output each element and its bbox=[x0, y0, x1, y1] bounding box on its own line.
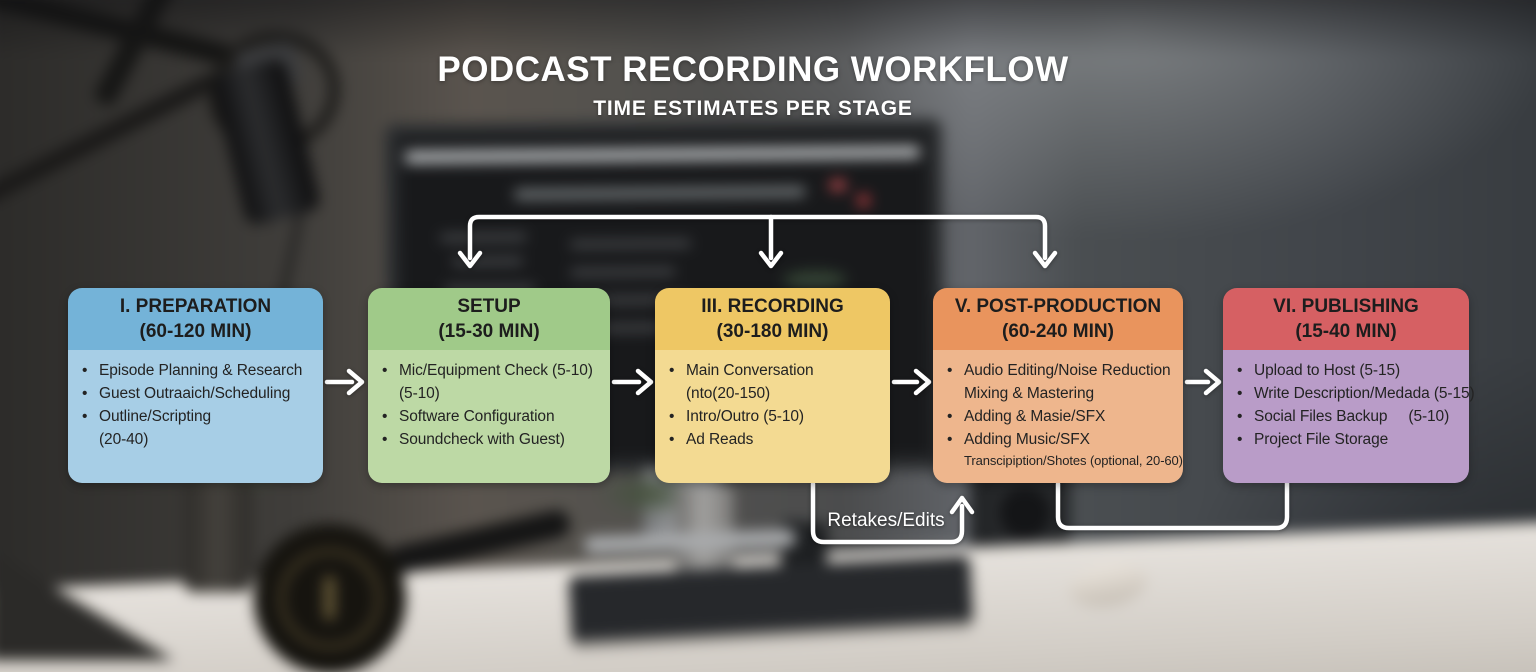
stage-header: V. POST-PRODUCTION (60-240 MIN) bbox=[933, 288, 1183, 350]
stage-item: Outline/Scripting bbox=[68, 405, 319, 428]
screen-record-badge bbox=[829, 180, 846, 191]
stage-setup: SETUP (15-30 MIN) Mic/Equipment Check (5… bbox=[368, 288, 610, 483]
stage-header: III. RECORDING (30-180 MIN) bbox=[655, 288, 890, 350]
retakes-label: Retakes/Edits bbox=[827, 510, 945, 531]
stage-title: VI. PUBLISHING bbox=[1273, 296, 1419, 317]
plant-pot bbox=[184, 480, 252, 592]
stage-body: Upload to Host (5-15)Write Description/M… bbox=[1223, 350, 1475, 483]
stage-item: Guest Outraaich/Scheduling bbox=[68, 382, 319, 405]
stage-preparation: I. PREPARATION (60-120 MIN) Episode Plan… bbox=[68, 288, 323, 483]
screen-toolbar bbox=[405, 145, 920, 164]
stage-item: (5-10) bbox=[399, 385, 440, 402]
stage-item: Audio Editing/Noise Reduction bbox=[933, 359, 1179, 382]
stage-publishing: VI. PUBLISHING (15-40 MIN) Upload to Hos… bbox=[1223, 288, 1475, 483]
page-subtitle: TIME ESTIMATES PER STAGE bbox=[593, 97, 913, 120]
stage-item: Upload to Host (5-15) bbox=[1223, 359, 1465, 382]
screen-row bbox=[440, 233, 527, 242]
stage-item: Ad Reads bbox=[655, 428, 886, 451]
stage-header: SETUP (15-30 MIN) bbox=[368, 288, 610, 350]
screen-row bbox=[570, 239, 691, 248]
stage-duration: (15-40 MIN) bbox=[1295, 321, 1397, 342]
stage-body: Mic/Equipment Check (5-10) (5-10) Software… bbox=[368, 350, 610, 483]
stage-item: Transcipiption/Shotes (optional, 20-60) bbox=[964, 453, 1183, 468]
stage-item: Main Conversation bbox=[655, 359, 886, 382]
screen-record-button bbox=[856, 193, 871, 207]
top-shadow bbox=[0, 0, 1536, 58]
screen-row bbox=[452, 257, 523, 266]
stage-item: Mixing & Mastering bbox=[964, 385, 1094, 402]
stage-item: (20-40) bbox=[99, 431, 149, 448]
stage-item: Episode Planning & Research bbox=[68, 359, 319, 382]
stage-item: (nto(20-150) bbox=[686, 385, 771, 402]
stage-duration: (30-180 MIN) bbox=[716, 321, 829, 342]
stage-item: Adding & Masie/SFX bbox=[933, 405, 1179, 428]
stage-body: Episode Planning & ResearchGuest Outraai… bbox=[68, 350, 323, 483]
stage-title: I. PREPARATION bbox=[119, 296, 272, 317]
stage-item: Adding Music/SFX bbox=[933, 428, 1179, 451]
screen-waveform bbox=[782, 270, 847, 289]
stage-duration: (60-240 MIN) bbox=[1002, 321, 1114, 342]
screen-row bbox=[570, 267, 675, 276]
title-block: PODCAST RECORDING WORKFLOW TIME ESTIMATE… bbox=[0, 50, 1506, 121]
stage-duration: (60-120 MIN) bbox=[139, 321, 252, 342]
stage-item: Write Description/Medada (5-15) bbox=[1223, 382, 1475, 405]
stage-body: Main Conversation (nto(20-150) Intro/Outro… bbox=[655, 350, 890, 483]
stage-item: Software Configuration bbox=[368, 405, 606, 428]
headphones-photo bbox=[254, 524, 406, 672]
stage-item: Soundcheck with Guest) bbox=[368, 428, 606, 451]
stage-duration: (15-30 MIN) bbox=[438, 321, 540, 342]
stage-title: III. RECORDING bbox=[701, 296, 844, 317]
stage-item: Social Files Backup (5-10) bbox=[1223, 405, 1465, 428]
screen-bar bbox=[514, 186, 805, 200]
stage-item: Mic/Equipment Check (5-10) bbox=[368, 359, 606, 382]
stage-title: V. POST-PRODUCTION bbox=[954, 296, 1162, 317]
stage-item: Intro/Outro (5-10) bbox=[655, 405, 886, 428]
stage-recording: III. RECORDING (30-180 MIN) Main Convers… bbox=[655, 288, 890, 483]
page-title: PODCAST RECORDING WORKFLOW bbox=[437, 50, 1069, 89]
stage-header: I. PREPARATION (60-120 MIN) bbox=[68, 288, 323, 350]
stage-item: Project File Storage bbox=[1223, 428, 1465, 451]
stage-post-production: V. POST-PRODUCTION (60-240 MIN) Audio Ed… bbox=[933, 288, 1183, 483]
stage-title: SETUP bbox=[457, 296, 521, 317]
stage-header: VI. PUBLISHING (15-40 MIN) bbox=[1223, 288, 1469, 350]
